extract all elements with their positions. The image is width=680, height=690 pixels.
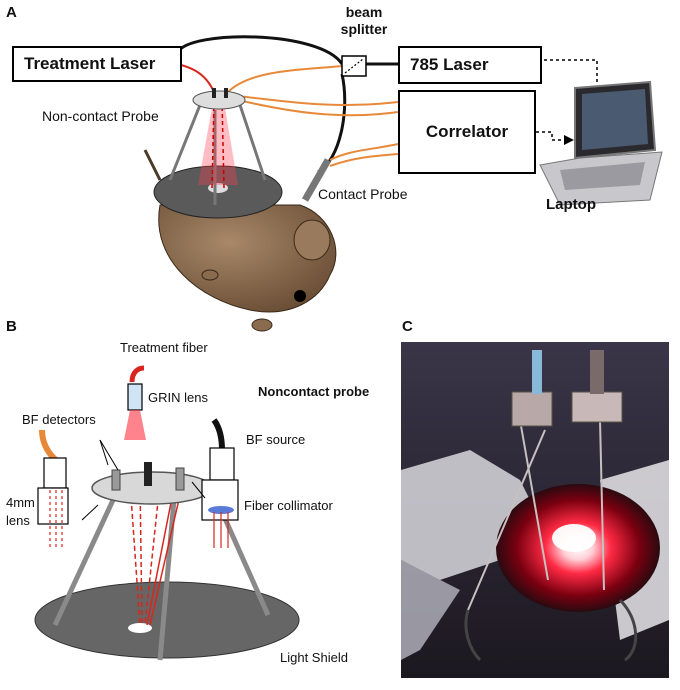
detector-collimator	[43, 457, 67, 489]
photo-probe-mount-left	[511, 391, 553, 427]
beam-splitter-label: beam splitter	[340, 4, 388, 37]
beam-splitter-box	[341, 55, 367, 77]
panel-letter-a: A	[6, 4, 17, 21]
mouse-body	[158, 204, 337, 313]
mouse-eye	[294, 290, 306, 302]
treatment-fiber-label: Treatment fiber	[120, 340, 208, 355]
cable-treatment-to-splitter	[176, 35, 344, 65]
fiber-collimator-label: Fiber collimator	[244, 498, 333, 513]
panel-letter-c: C	[402, 318, 413, 335]
contact-probe-label: Contact Probe	[318, 186, 408, 202]
correlator-label: Correlator	[425, 122, 509, 141]
probe-head-a	[192, 90, 246, 110]
panel-letter-b: B	[6, 318, 17, 335]
correlator-box: Correlator	[398, 90, 536, 174]
orange-fiber-det-1	[235, 95, 399, 106]
laser-785-box: 785 Laser	[398, 46, 542, 84]
light-shield-label: Light Shield	[280, 650, 348, 665]
bf-detectors-label: BF detectors	[22, 412, 96, 427]
grin-lens-label: GRIN lens	[148, 390, 208, 405]
noncontact-probe-label: Non-contact Probe	[42, 108, 159, 124]
grin-lens	[127, 383, 143, 411]
cable-splitter-to-contact	[317, 73, 347, 174]
contact-probe-body	[301, 158, 332, 202]
source-collimator	[209, 447, 235, 481]
treatment-laser-box: Treatment Laser	[12, 46, 182, 82]
bf-source-label: BF source	[246, 432, 306, 447]
laptop-icon	[539, 80, 663, 206]
photo-probe-mount-right	[571, 391, 623, 423]
mouse-ear	[293, 219, 331, 261]
orange-fiber-contact-2	[329, 153, 399, 167]
laser-785-label: 785 Laser	[410, 55, 489, 74]
noncontact-probe-b-label: Noncontact probe	[258, 384, 370, 399]
orange-fiber-det-2	[237, 99, 399, 117]
treatment-laser-label: Treatment Laser	[24, 54, 156, 73]
orange-fiber-source	[227, 65, 343, 93]
orange-fiber-contact-1	[329, 143, 399, 161]
lens-4mm-label: 4mm lens	[6, 495, 35, 528]
laptop-label: Laptop	[546, 196, 596, 213]
